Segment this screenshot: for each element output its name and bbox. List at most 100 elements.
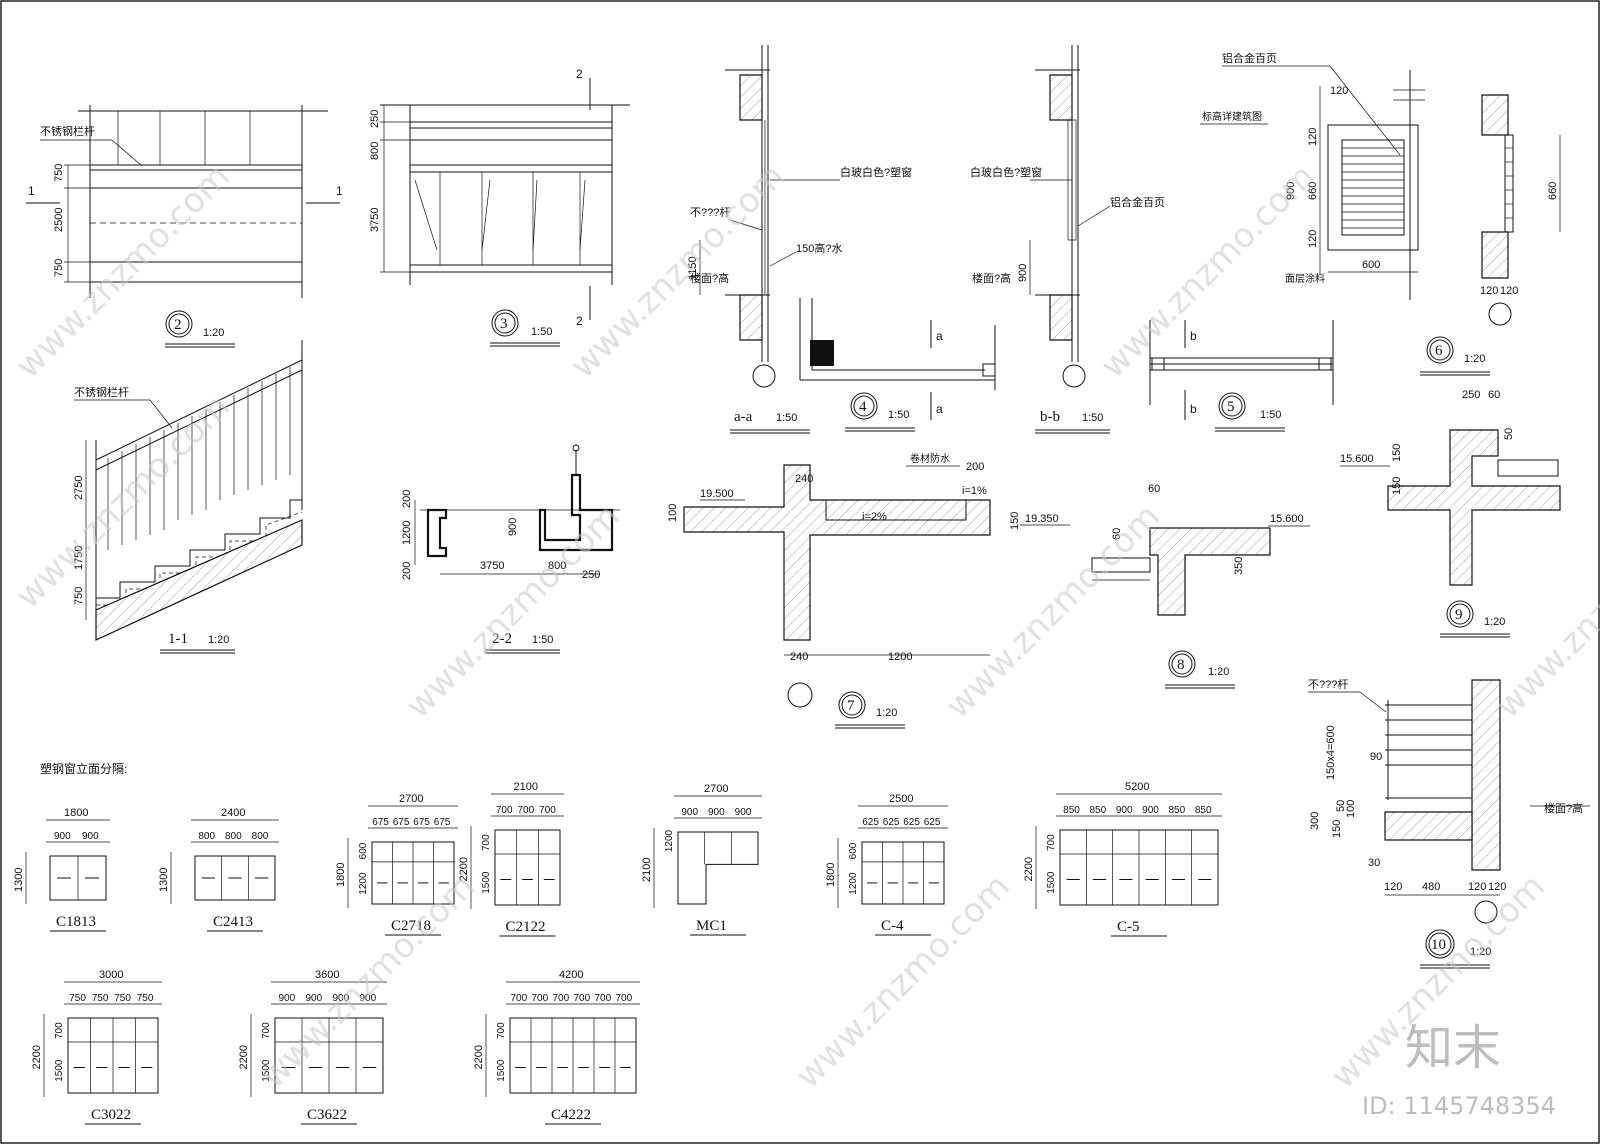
part-width: 700 — [518, 805, 535, 816]
dim-120a: 120 — [1384, 881, 1402, 893]
dim-120c: 120 — [1500, 285, 1518, 297]
watermark-text: www.znzmo.com — [253, 866, 483, 1096]
part-width: 700 — [574, 993, 591, 1004]
window-name: C2718 — [391, 918, 431, 934]
dim-350: 350 — [1233, 557, 1245, 575]
dim-2750: 2750 — [73, 476, 85, 500]
section-title: 2-2 — [492, 631, 512, 647]
part-width: 625 — [883, 817, 900, 828]
overall-width: 2400 — [221, 807, 245, 819]
dim-120c: 120 — [1488, 881, 1506, 893]
detail-marker — [165, 310, 193, 338]
sub-height: 600 — [358, 842, 369, 859]
overall-width: 2700 — [704, 783, 728, 795]
detail-num: 6 — [1435, 343, 1443, 359]
sub-height: 700 — [54, 1022, 65, 1039]
section-1-1: 2750 1750 750 不锈钢栏杆 1-1 1:20 — [73, 340, 303, 654]
dim-1200: 1200 — [401, 521, 413, 545]
window-frame — [194, 855, 276, 901]
dim-120: 120 — [1307, 128, 1319, 146]
detail-b-b: 900 白玻白色?塑窗 铝合金百页 楼面?高 b-b 1:50 — [970, 45, 1165, 434]
window-name: C-5 — [1117, 919, 1140, 935]
window-frame — [677, 831, 759, 905]
railing-label: 不锈钢栏杆 — [40, 124, 95, 138]
dim-150b: 150 — [1391, 477, 1403, 495]
part-width: 675 — [393, 817, 410, 828]
part-width: 625 — [924, 817, 941, 828]
part-width: 625 — [862, 817, 879, 828]
part-width: 700 — [553, 993, 570, 1004]
dim-200b: 200 — [401, 562, 413, 580]
railing-label: 不锈钢栏杆 — [74, 385, 129, 399]
part-width: 900 — [306, 993, 323, 1004]
dim-1750: 1750 — [73, 546, 85, 570]
detail-8: 15.600 60 60 350 8 1:20 — [1091, 483, 1310, 689]
dim-250: 250 — [1462, 389, 1480, 401]
dim-750: 750 — [73, 587, 85, 605]
part-width: 625 — [903, 817, 920, 828]
scale: 1:50 — [532, 634, 553, 646]
part-width: 900 — [708, 807, 725, 818]
detail-2: 750 2500 750 不锈钢栏杆 1 1 2 1:20 — [26, 105, 343, 348]
scale: 1:50 — [1260, 409, 1281, 421]
dim-60b: 60 — [1111, 528, 1123, 540]
detail-7: 19.500 19.350 卷材防水 i=2% i=1% 240 200 100… — [667, 452, 1070, 729]
part-width: 900 — [1116, 805, 1133, 816]
sub-height: 1200 — [848, 872, 859, 895]
part-width: 900 — [279, 993, 296, 1004]
window-name: C3022 — [91, 1107, 131, 1123]
dim-200: 200 — [401, 490, 413, 508]
window-name: MC1 — [696, 918, 727, 934]
overall-height: 2200 — [458, 857, 470, 881]
detail-3: 250 800 3750 2 2 3 1:50 — [369, 67, 630, 347]
part-width: 675 — [372, 817, 389, 828]
window-name: C2413 — [213, 914, 253, 930]
part-width: 700 — [511, 993, 528, 1004]
detail-num: 3 — [500, 316, 508, 332]
part-width: 700 — [496, 805, 513, 816]
part-width: 700 — [539, 805, 556, 816]
sub-height: 1200 — [664, 829, 675, 852]
elev-19500: 19.500 — [700, 488, 734, 500]
detail-6: 铝合金百页 标高详建筑图 面层涂料 120 120 900 660 120 60… — [1200, 51, 1561, 376]
part-width: 750 — [114, 993, 131, 1004]
part-width: 700 — [616, 993, 633, 1004]
dim-1150: 1150 — [687, 256, 699, 280]
dim-240: 240 — [790, 651, 808, 663]
overall-width: 3600 — [315, 969, 339, 981]
dim-600: 600 — [1362, 259, 1380, 271]
sub-height: 1200 — [358, 872, 369, 895]
part-width: 750 — [69, 993, 86, 1004]
sub-height: 700 — [481, 834, 492, 851]
brand-mark: 知末 — [1405, 1020, 1501, 1076]
detail-a-a: 1150 白玻白色?塑窗 不???杆 150高?水 楼面?高 a-a 1:50 — [687, 45, 912, 434]
paint-label: 白玻白色?塑窗 — [840, 165, 912, 179]
paint-face: 面层涂料 — [1285, 272, 1325, 285]
part-width: 675 — [434, 817, 451, 828]
window-name: C4222 — [551, 1107, 591, 1123]
detail-10: 不???杆 楼面?高 150x4=600 90 100 50 300 150 3… — [1308, 677, 1590, 969]
scale: 1:50 — [1082, 412, 1103, 424]
sub-height: 700 — [261, 1022, 272, 1039]
railing-short: 不???杆 — [690, 205, 730, 219]
overall-height: 1800 — [825, 863, 837, 887]
sub-height: 700 — [496, 1022, 507, 1039]
cut-b-top: b — [1190, 329, 1197, 343]
part-width: 850 — [1195, 805, 1212, 816]
sub-height: 1500 — [496, 1059, 507, 1082]
floor-mark: 楼面?高 — [1544, 801, 1583, 815]
dim-800: 800 — [548, 560, 566, 572]
dim-100: 100 — [1345, 800, 1357, 818]
cut-2-top: 2 — [576, 67, 583, 81]
cut-1-right: 1 — [336, 184, 343, 198]
overall-width: 3000 — [99, 969, 123, 981]
dim-120b: 120 — [1307, 230, 1319, 248]
overall-width: 1800 — [64, 807, 88, 819]
dim-60: 60 — [1488, 389, 1500, 401]
